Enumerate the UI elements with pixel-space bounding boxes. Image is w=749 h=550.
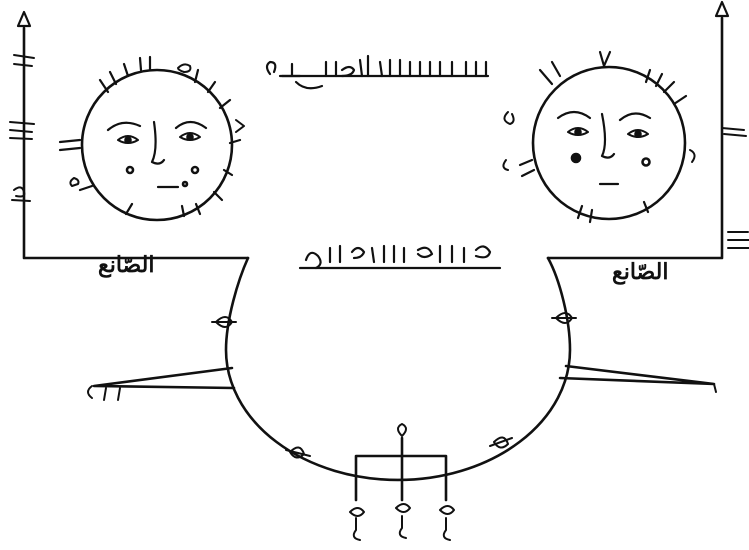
arrow-marker-icon: [716, 2, 728, 16]
arrow-marker-icon: [18, 12, 30, 26]
left-spike: [88, 368, 234, 400]
central-bowl: [212, 258, 576, 480]
bottom-trident: [350, 424, 454, 540]
bowl-knot-icon: [552, 313, 576, 323]
sun-face-left: [60, 57, 244, 220]
knot-icon: [350, 508, 364, 516]
sun-face-right: [503, 52, 694, 222]
knot-icon: [396, 504, 410, 512]
magic-script-middle: [300, 246, 500, 268]
label-left: الصّانع: [98, 252, 154, 278]
magic-script-top: [267, 56, 488, 88]
label-right: الصّانع: [612, 259, 668, 285]
right-spike: [560, 366, 716, 392]
left-frame: [10, 12, 248, 258]
bowl-knot-icon: [490, 437, 512, 447]
knot-icon: [440, 506, 454, 514]
bowl-knot-icon: [212, 317, 236, 327]
